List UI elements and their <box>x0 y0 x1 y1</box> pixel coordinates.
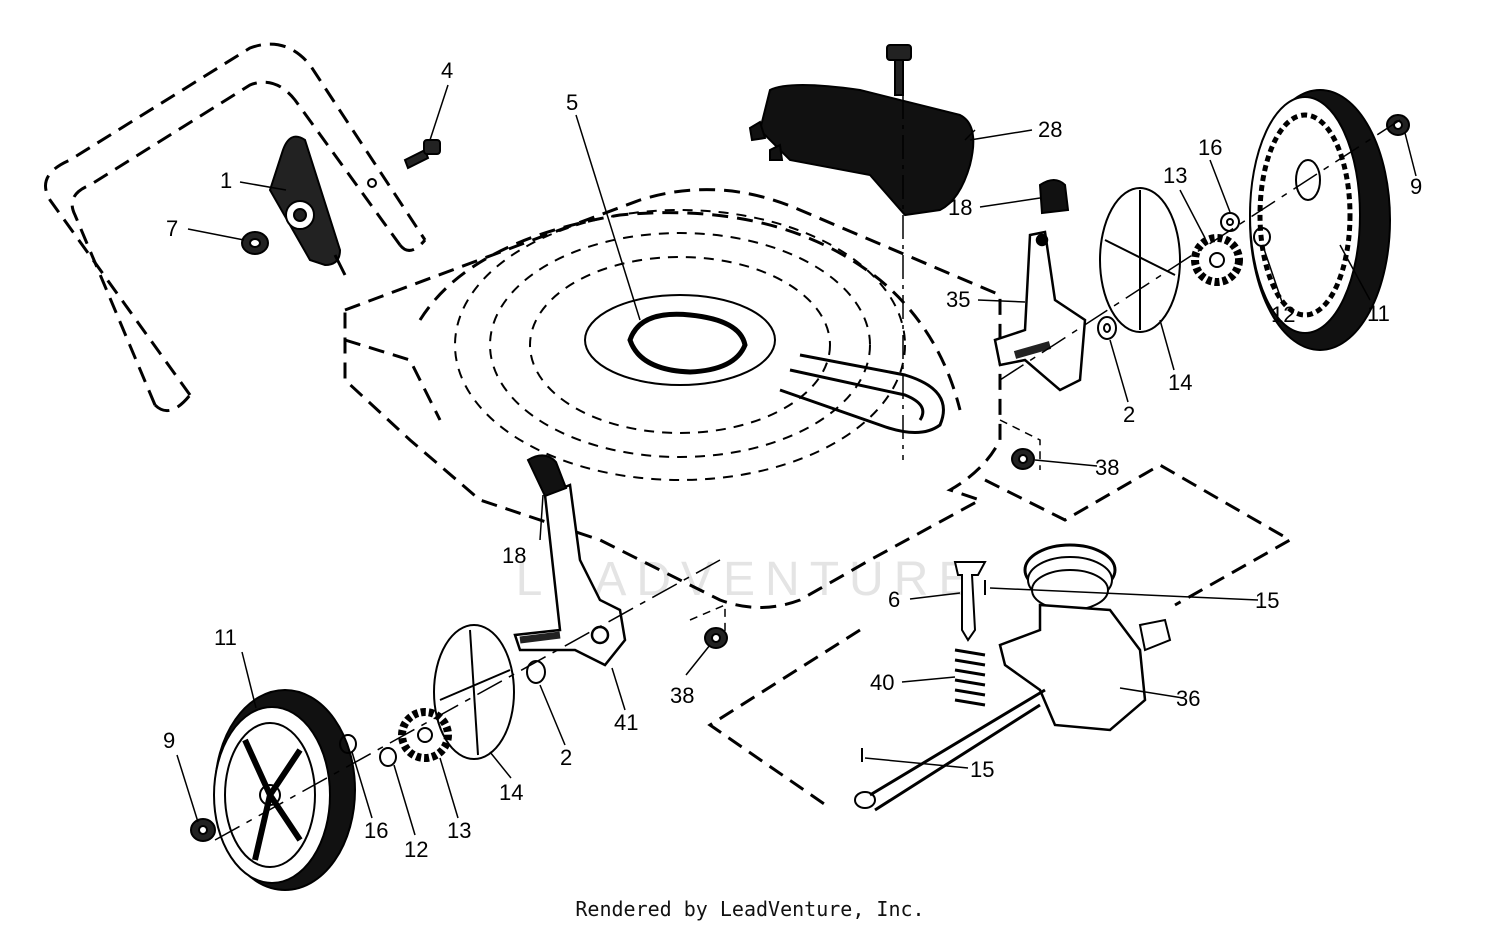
callout-18-rear: 18 <box>948 195 972 220</box>
callout-2-front: 2 <box>560 745 572 770</box>
wheel-part-11-front <box>213 689 356 891</box>
callout-5: 5 <box>566 90 578 115</box>
washer-part-16-rear <box>1220 212 1240 232</box>
footer-credit: Rendered by LeadVenture, Inc. <box>575 897 925 921</box>
clip-part-12-front <box>379 747 397 767</box>
callout-38-front: 38 <box>670 683 694 708</box>
washer-small <box>367 178 377 188</box>
callout-14-rear: 14 <box>1168 370 1192 395</box>
callout-2-rear: 2 <box>1123 402 1135 427</box>
callout-18-front: 18 <box>502 543 526 568</box>
callout-38-rear: 38 <box>1095 455 1119 480</box>
nut-part-9-rear <box>1386 114 1410 136</box>
callout-12-rear: 12 <box>1271 302 1295 327</box>
cover-bolt <box>886 44 912 96</box>
nut-part-7 <box>241 231 269 255</box>
wheel-part-11-rear <box>1249 89 1391 351</box>
callout-6: 6 <box>888 587 900 612</box>
drive-belt-channel <box>779 353 945 434</box>
deck-inner-rings <box>454 209 906 481</box>
pinion-gear-part-13-rear <box>1191 234 1243 286</box>
callout-36: 36 <box>1176 686 1200 711</box>
callout-28: 28 <box>1038 117 1062 142</box>
callout-41: 41 <box>614 710 638 735</box>
pinion-gear-part-13-front <box>398 708 452 762</box>
callout-12-front: 12 <box>404 837 428 862</box>
hubcap-part-14-front <box>433 624 515 760</box>
rear-cover-part-28 <box>748 84 975 217</box>
height-adjuster-front-part-41 <box>513 483 627 667</box>
callout-leaders <box>176 84 1417 836</box>
washer-part-16-front <box>339 734 357 754</box>
callout-35: 35 <box>946 287 970 312</box>
clip-part-12-rear <box>1253 227 1271 247</box>
callout-9-front: 9 <box>163 728 175 753</box>
handle-phantom <box>44 42 427 413</box>
callout-16-front: 16 <box>364 818 388 843</box>
callout-7: 7 <box>166 216 178 241</box>
callout-15-right: 15 <box>1255 588 1279 613</box>
hubcap-part-14-rear <box>1099 187 1181 333</box>
callout-1: 1 <box>220 168 232 193</box>
washer-part-2-rear <box>1097 316 1117 340</box>
rear-axle-centerline <box>999 119 1401 381</box>
nut-part-9-front <box>190 818 216 842</box>
grip-part-18-front <box>526 454 568 498</box>
callout-15-left: 15 <box>970 757 994 782</box>
control-lever-part-1 <box>268 135 347 276</box>
nut-part-38-rear <box>1011 448 1035 470</box>
callout-16-rear: 16 <box>1198 135 1222 160</box>
callout-labels: 1 4 5 7 28 18 16 13 9 35 12 11 2 14 38 1… <box>163 58 1422 862</box>
callout-11-front: 11 <box>214 625 237 650</box>
engine-mount-opening <box>584 294 776 386</box>
callout-4: 4 <box>441 58 453 83</box>
callout-9-rear: 9 <box>1410 174 1422 199</box>
washer-part-2-front <box>526 660 546 684</box>
height-adjuster-rear-part-35 <box>993 230 1087 392</box>
grip-part-18-rear <box>1038 179 1070 215</box>
callout-13-rear: 13 <box>1163 163 1187 188</box>
callout-13-front: 13 <box>447 818 471 843</box>
front-axle-centerline <box>214 559 721 841</box>
callout-11-rear: 11 <box>1367 301 1390 326</box>
bolt-part-4 <box>403 139 441 170</box>
pin-part-6 <box>953 561 987 642</box>
callout-14-front: 14 <box>499 780 523 805</box>
nut-part-38-front <box>704 627 728 649</box>
transmission-part-36 <box>854 543 1172 812</box>
callout-40: 40 <box>870 670 894 695</box>
spring-part-40 <box>954 648 986 707</box>
transmission-phantom-frame <box>707 463 1294 810</box>
mower-deck-phantom <box>343 188 1002 609</box>
